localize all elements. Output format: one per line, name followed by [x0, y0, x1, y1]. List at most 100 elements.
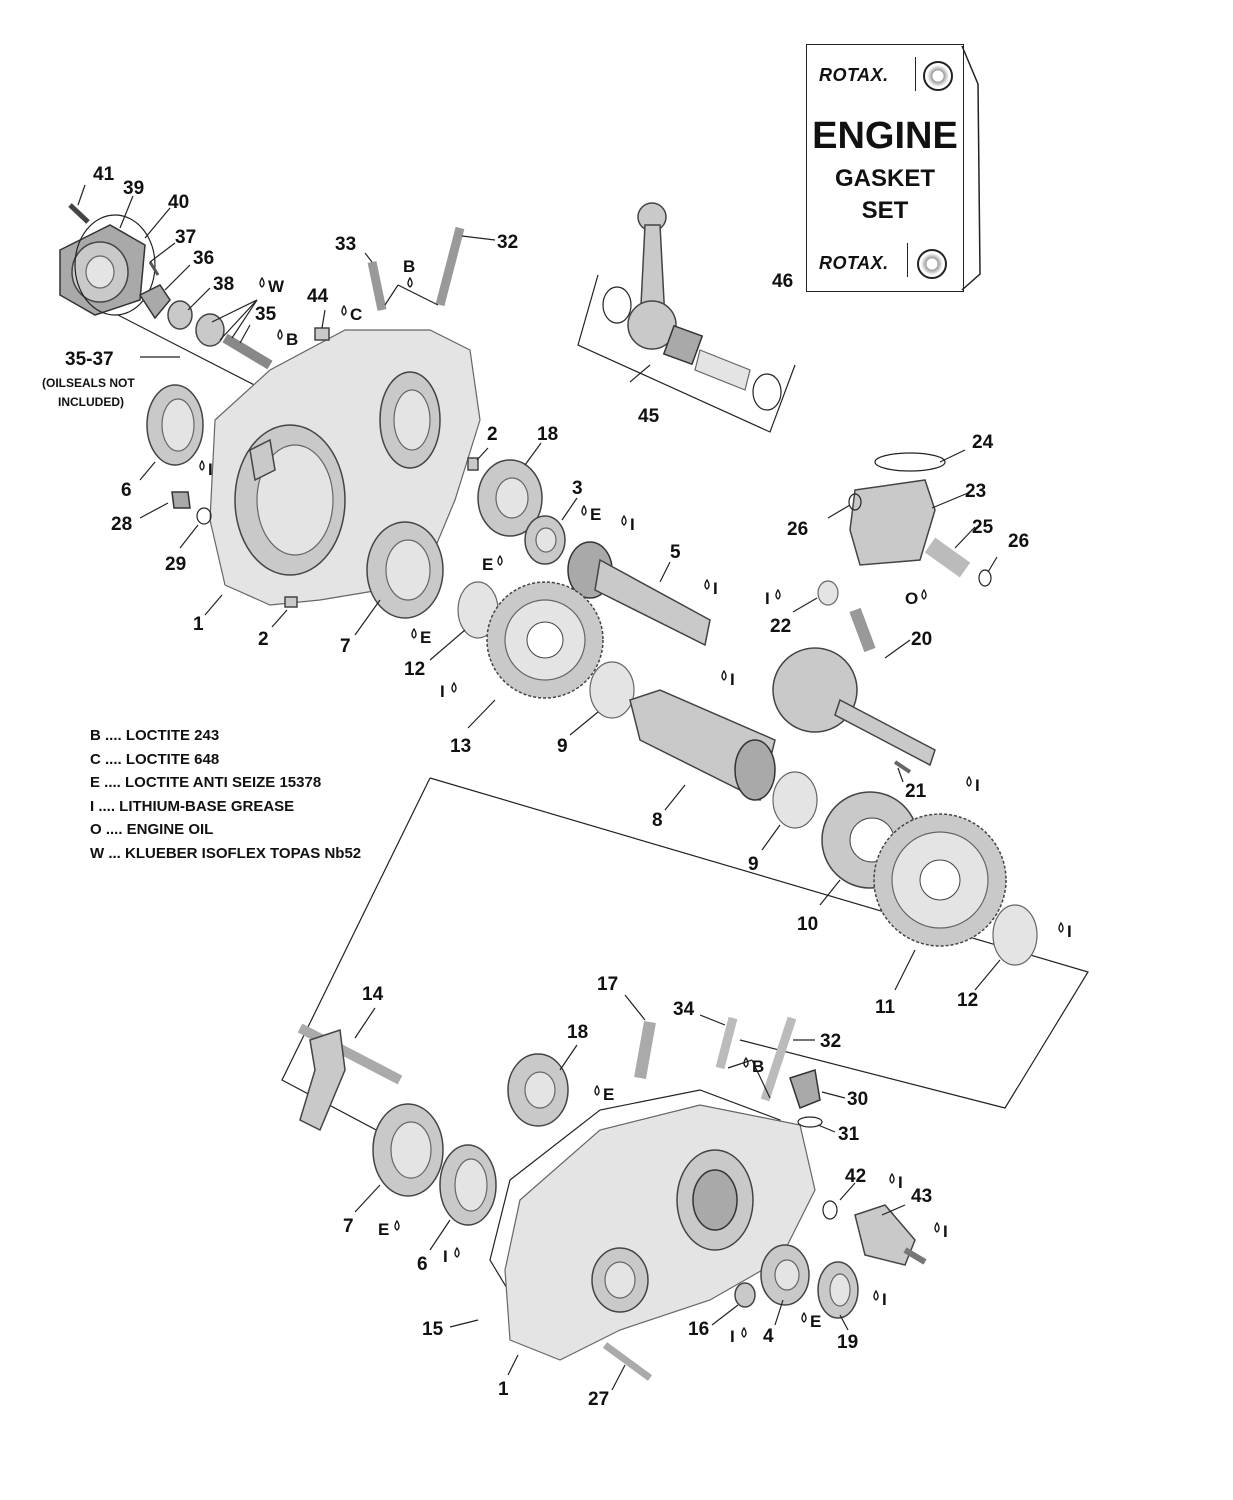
screw-41: [68, 203, 90, 224]
callout-19: 19: [837, 1332, 858, 1353]
key-21: [893, 760, 912, 774]
gear-shaft-5: [567, 541, 711, 647]
pin-44: [314, 327, 330, 341]
mark-i-22-letter: I: [765, 589, 770, 608]
water-pump-cover: [59, 224, 146, 316]
callout-12-upper: 12: [404, 659, 425, 680]
callout-21: 21: [905, 781, 927, 802]
lube-marks: W B C B I E I E I E I I I O I I E B I I …: [208, 257, 1072, 1346]
callout-46: 46: [772, 271, 793, 292]
mark-e-18-letter: E: [482, 555, 493, 574]
droplet-icon: [741, 1326, 747, 1338]
callout-24: 24: [972, 432, 994, 453]
mark-e-18b-letter: E: [603, 1085, 614, 1104]
engine-gasket-set-card: ROTAX. ENGINE GASKET SET ROTAX.: [806, 44, 964, 292]
stud-32-lower: [760, 1016, 797, 1102]
callout-5: 5: [670, 542, 681, 563]
droplet-icon: [394, 1219, 400, 1231]
bushing-22: [817, 580, 839, 606]
callout-44: 44: [307, 286, 329, 307]
mark-e-3-letter: E: [590, 505, 601, 524]
droplet-icon: [873, 1289, 879, 1301]
droplet-icon: [454, 1246, 460, 1258]
callout-34: 34: [673, 999, 695, 1020]
bushing-9-upper: [589, 661, 635, 719]
callout-29: 29: [165, 554, 186, 575]
callout-2-bottom: 2: [258, 629, 269, 650]
callout-10: 10: [797, 914, 818, 935]
droplet-icon: [721, 669, 727, 681]
mark-i-19-letter: I: [882, 1290, 887, 1309]
stud-34: [715, 1016, 738, 1070]
droplet-icon: [889, 1172, 895, 1184]
mark-i-43b-letter: I: [943, 1222, 948, 1241]
pin-37: [148, 261, 160, 276]
callout-39: 39: [123, 178, 144, 199]
clip-26-right: [978, 569, 992, 587]
mark-i-12b-letter: I: [1067, 922, 1072, 941]
callout-23: 23: [965, 481, 986, 502]
gear-11: [873, 813, 1007, 947]
sensor-30: [789, 1069, 821, 1109]
impeller: [138, 284, 171, 320]
droplet-icon: [743, 1056, 749, 1068]
callout-6-lower: 6: [417, 1254, 428, 1275]
bushing-16: [734, 1282, 756, 1308]
callout-22: 22: [770, 616, 791, 637]
ring-31: [797, 1116, 823, 1128]
droplet-icon: [921, 588, 927, 600]
connecting-rod-45: [602, 202, 782, 411]
callout-9-lower: 9: [748, 854, 759, 875]
callout-4: 4: [763, 1326, 774, 1347]
callout-33: 33: [335, 234, 356, 255]
brp-logo-icon: [917, 249, 947, 279]
callout-20: 20: [911, 629, 932, 650]
dowel-2-top: [467, 457, 479, 471]
kit-card-fold: [961, 45, 981, 291]
starter-43: [854, 1204, 927, 1266]
brand-separator: [915, 57, 916, 91]
droplet-icon: [934, 1221, 940, 1233]
bolt-27: [602, 1342, 653, 1381]
rotax-brand-top: ROTAX.: [819, 65, 889, 85]
lower-crankcase: [504, 1104, 816, 1361]
mark-e-4-letter: E: [810, 1312, 821, 1331]
callout-35-37: 35-37: [65, 349, 114, 370]
droplet-icon: [1058, 921, 1064, 933]
mark-b-34-letter: B: [752, 1057, 764, 1076]
callout-2-top: 2: [487, 424, 498, 445]
callout-30: 30: [847, 1089, 868, 1110]
callout-35: 35: [255, 304, 277, 325]
callout-45: 45: [638, 406, 660, 427]
callout-27: 27: [588, 1389, 609, 1410]
mark-i-43-letter: I: [898, 1173, 903, 1192]
callout-36: 36: [193, 248, 214, 269]
droplet-icon: [966, 775, 972, 787]
callout-41: 41: [93, 164, 115, 185]
mark-i-16-letter: I: [730, 1327, 735, 1346]
callout-17: 17: [597, 974, 618, 995]
bushing-9-lower: [772, 771, 818, 829]
droplet-icon: [411, 627, 417, 639]
mark-i-5b-letter: I: [713, 579, 718, 598]
piston-ring-24: [874, 452, 946, 472]
droplet-icon: [451, 681, 457, 693]
droplet-icon: [594, 1084, 600, 1096]
gasket-set-line2: GASKET: [834, 165, 935, 192]
mark-i-6-letter: I: [208, 460, 213, 479]
bolt-17: [634, 1020, 656, 1080]
callout-40: 40: [168, 192, 189, 213]
shaft-sleeve-8: [629, 689, 776, 802]
legend-item-e: E .... LOCTITE ANTI SEIZE 15378: [90, 774, 322, 791]
brand-separator: [907, 243, 908, 277]
callout-1-lower: 1: [498, 1379, 509, 1400]
callout-13: 13: [450, 736, 471, 757]
mark-c-letter: C: [350, 305, 362, 324]
piston-23: [849, 479, 936, 566]
callout-7-upper: 7: [340, 636, 351, 657]
callout-28: 28: [111, 514, 132, 535]
mark-i-6b-letter: I: [443, 1247, 448, 1266]
callout-11: 11: [875, 997, 896, 1018]
water-pump-bracket: [117, 314, 269, 393]
